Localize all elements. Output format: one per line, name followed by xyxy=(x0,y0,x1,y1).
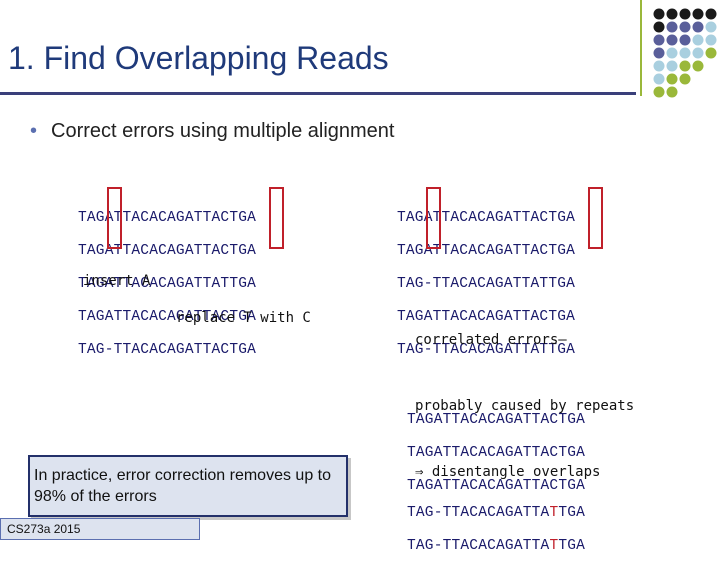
alignment-row: TAGATTACACAGATTACTGA xyxy=(397,210,576,226)
alignment-row: TAG-TTACACAGATTATTGA xyxy=(407,505,586,521)
replace-annotation: replace T with C xyxy=(176,310,311,326)
mismatch-base: T xyxy=(549,538,559,554)
bullet-text: Correct errors using multiple alignment xyxy=(51,120,395,142)
alignment-row: TAGATTACACAGATTACTGA xyxy=(397,309,576,325)
title-underline xyxy=(0,92,636,95)
slide-title: 1. Find Overlapping Reads xyxy=(8,40,389,76)
error-box-correlated-sub xyxy=(588,187,603,249)
dot-row-3 xyxy=(653,34,717,46)
note-line: probably caused by repeats xyxy=(415,398,635,414)
mismatch-base: T xyxy=(549,505,559,521)
alignment-row: TAGATTACACAGATTACTGA xyxy=(78,210,257,226)
bullet-item: • Correct errors using multiple alignment xyxy=(30,120,394,143)
alignment-row: TAGATTACACAGATTACTGA xyxy=(78,309,257,325)
footer-label: CS273a 2015 xyxy=(0,518,200,540)
alignment-row: TAG-TTACACAGATTACTGA xyxy=(78,342,257,358)
alignment-row: TAG-TTACACAGATTATTGA xyxy=(407,538,586,554)
insert-annotation: insert A xyxy=(83,273,151,289)
alignment-row: TAGATTACACAGATTATTGA xyxy=(78,276,257,292)
alignment-row: TAGATTACACAGATTACTGA xyxy=(78,243,257,259)
error-box-correlated-gap xyxy=(426,187,441,249)
left-alignment: TAGATTACACAGATTACTGA TAGATTACACAGATTACTG… xyxy=(78,191,256,367)
title-vertical-rule xyxy=(640,0,642,96)
dot-row-2 xyxy=(653,21,717,33)
error-box-insert xyxy=(107,187,122,249)
dot-row-7 xyxy=(653,86,678,98)
alignment-row: TAG-TTACACAGATTATTGA xyxy=(397,276,576,292)
correlated-errors-note: correlated errors— probably caused by re… xyxy=(415,285,634,505)
dot-row-6 xyxy=(653,73,691,85)
alignment-row: TAG-TTACACAGATTATTGA xyxy=(397,342,576,358)
alignment-row: TAGATTACACAGATTACTGA xyxy=(407,445,586,461)
bullet-dot: • xyxy=(30,120,38,142)
note-line: correlated errors— xyxy=(415,332,567,348)
cluster-a: TAGATTACACAGATTACTGA TAGATTACACAGATTACTG… xyxy=(407,393,585,503)
error-box-replace xyxy=(269,187,284,249)
dot-row-4 xyxy=(653,47,717,59)
dot-row-1 xyxy=(653,8,717,20)
right-alignment: TAGATTACACAGATTACTGA TAGATTACACAGATTACTG… xyxy=(397,191,575,367)
callout-box: In practice, error correction removes up… xyxy=(28,455,348,517)
note-line: ⇒ disentangle overlaps xyxy=(415,464,601,480)
alignment-row: TAGATTACACAGATTACTGA xyxy=(407,478,586,494)
decorative-dot-grid xyxy=(653,8,717,98)
alignment-row: TAGATTACACAGATTACTGA xyxy=(407,412,586,428)
cluster-b: TAG-TTACACAGATTATTGA TAG-TTACACAGATTATTG… xyxy=(407,486,585,563)
dot-row-5 xyxy=(653,60,704,72)
alignment-row: TAGATTACACAGATTACTGA xyxy=(397,243,576,259)
